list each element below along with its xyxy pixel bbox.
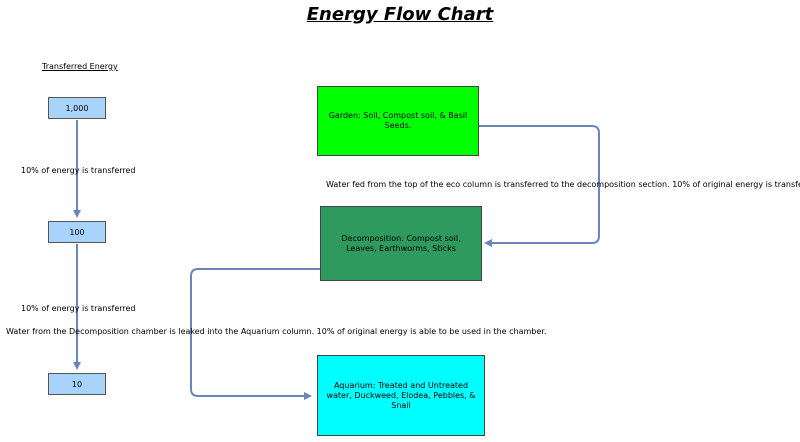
- decomposition-to-aquarium-label: Water from the Decomposition chamber is …: [6, 327, 547, 336]
- energy-level-10: 10: [48, 373, 106, 395]
- transfer-label-1: 10% of energy is transferred: [21, 166, 136, 175]
- garden-to-decomposition-label: Water fed from the top of the eco column…: [326, 180, 800, 189]
- garden-box: Garden: Soil, Compost soil, & Basil Seed…: [317, 86, 479, 156]
- transfer-label-2: 10% of energy is transferred: [21, 304, 136, 313]
- energy-level-100: 100: [48, 221, 106, 243]
- transferred-energy-heading: Transferred Energy: [42, 62, 118, 71]
- energy-level-1000: 1,000: [48, 97, 106, 119]
- page-title: Energy Flow Chart: [306, 4, 494, 25]
- aquarium-box: Aquarium: Treated and Untreated water, D…: [317, 355, 485, 436]
- decomposition-box: Decomposition: Compost soil, Leaves, Ear…: [320, 206, 482, 281]
